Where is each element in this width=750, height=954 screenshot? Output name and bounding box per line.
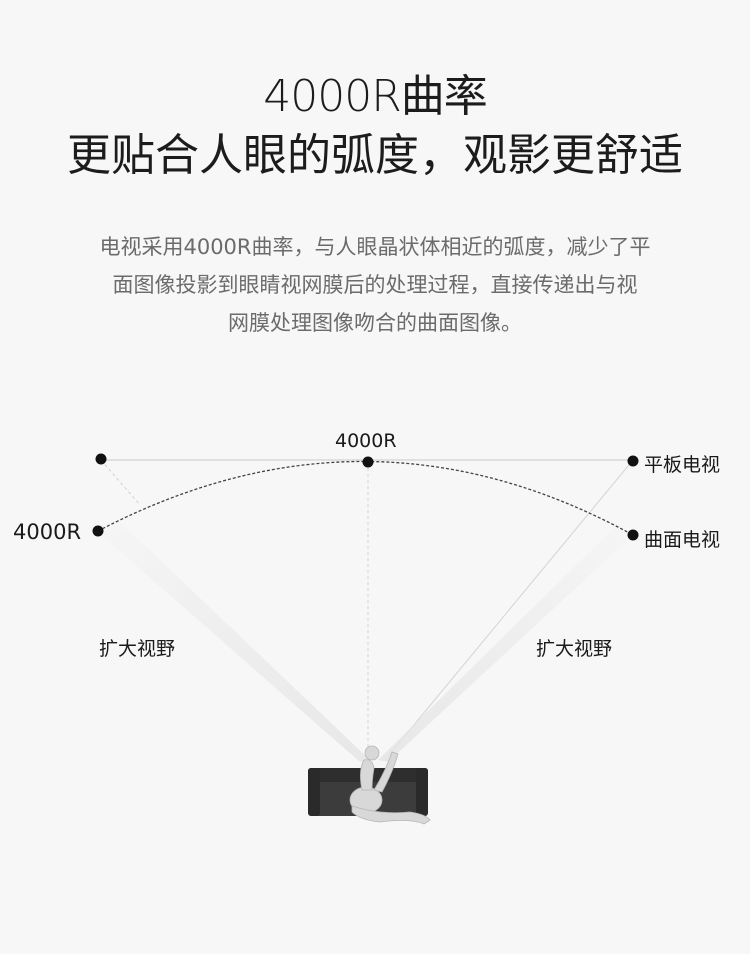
flat-tv-label: 平板电视 [644,454,721,476]
center-dot [362,456,374,468]
top-radius-label: 4000R [335,430,397,452]
description-line-2: 面图像投影到眼睛视网膜后的处理过程，直接传递出与视 [112,273,638,297]
title-block: 4000R曲率 更贴合人眼的弧度，观影更舒适 [0,70,750,184]
description-line-1: 电视采用4000R曲率，与人眼晶状体相近的弧度，减少了平 [99,235,651,259]
left-radius-label: 4000R [13,520,82,544]
curved-tv-left-dot [92,525,104,537]
description: 电视采用4000R曲率，与人眼晶状体相近的弧度，减少了平 面图像投影到眼睛视网膜… [55,228,695,342]
curved-tv-arc [97,460,634,536]
left-view-beam [98,520,370,762]
left-connector-line [100,459,141,506]
curved-tv-label: 曲面电视 [644,529,721,551]
curved-tv-right-dot [627,529,639,541]
page-subtitle: 更贴合人眼的弧度，观影更舒适 [67,130,683,181]
flat-tv-left-dot [95,453,107,465]
right-view-beam [378,526,633,762]
viewer-figure-icon [349,745,431,825]
left-view-label: 扩大视野 [99,638,176,660]
flat-tv-right-dot [627,455,639,467]
page-title: 4000R曲率 [263,71,488,122]
description-line-3: 网膜处理图像吻合的曲面图像。 [228,311,522,335]
right-view-label: 扩大视野 [536,638,613,660]
right-view-line [384,459,634,761]
